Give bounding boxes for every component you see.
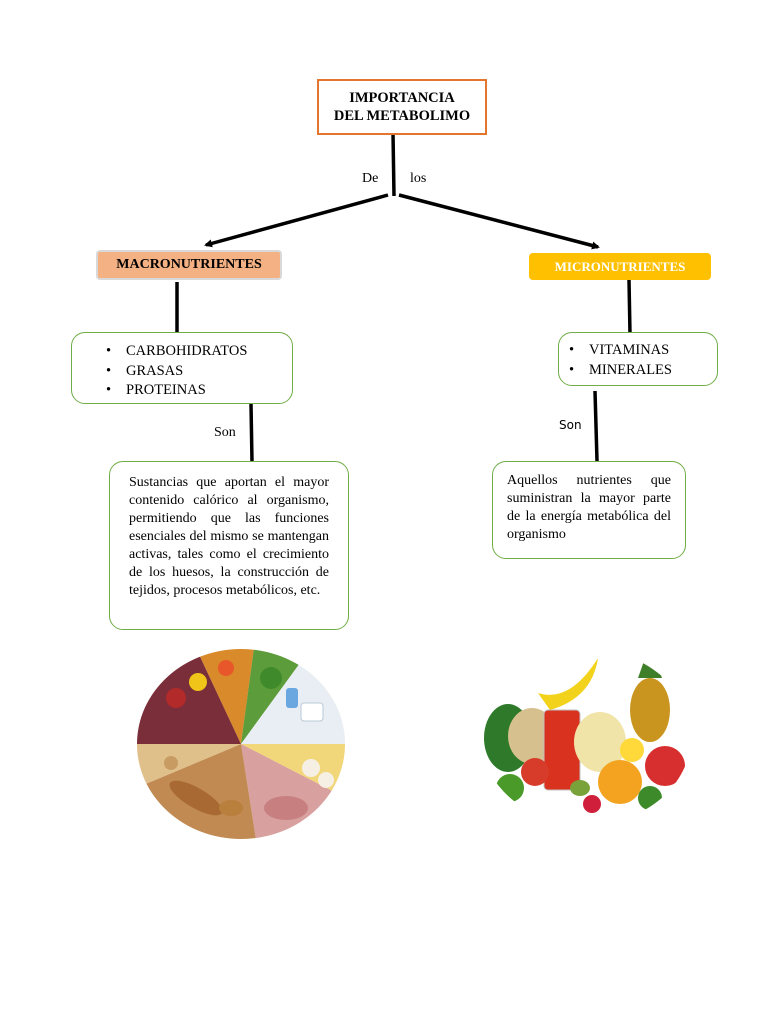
title-box: IMPORTANCIA DEL METABOLIMO (317, 79, 487, 135)
macro-list-to-desc-line (249, 403, 254, 463)
micronutrientes-description-box: Aquellos nutrientes que suministran la m… (492, 461, 686, 559)
arrow-to-macro (204, 193, 389, 248)
fruits-vegetables-juice-image (481, 649, 691, 825)
list-item: GRASAS (100, 362, 292, 382)
macronutrientes-list-box: CARBOHIDRATOS GRASAS PROTEINAS (71, 332, 293, 404)
title-line-1: IMPORTANCIA (349, 90, 455, 106)
micro-to-list-line (627, 279, 632, 335)
micronutrientes-description: Aquellos nutrientes que suministran la m… (507, 473, 671, 542)
list-item: CARBOHIDRATOS (100, 342, 292, 362)
macronutrientes-label: MACRONUTRIENTES (116, 257, 262, 272)
macro-son-label: Son (214, 425, 236, 440)
food-plate-macronutrients-image (137, 649, 345, 839)
connector-label-los: los (410, 171, 427, 186)
micronutrientes-label: MICRONUTRIENTES (554, 258, 686, 274)
micro-list-to-desc-line (593, 390, 599, 462)
micro-son-label: Son (559, 418, 582, 432)
macronutrientes-box: MACRONUTRIENTES (96, 250, 282, 280)
micronutrientes-list-box: VITAMINAS MINERALES (558, 332, 718, 386)
macronutrientes-description-box: Sustancias que aportan el mayor contenid… (109, 461, 349, 630)
title-stem-line (391, 132, 396, 197)
connector-label-de: De (362, 171, 379, 186)
list-item: VITAMINAS (563, 341, 717, 361)
title-line-2: DEL METABOLIMO (333, 108, 471, 124)
micronutrientes-box: MICRONUTRIENTES (529, 253, 711, 280)
arrow-to-micro (398, 193, 600, 250)
macronutrientes-description: Sustancias que aportan el mayor contenid… (129, 475, 329, 598)
list-item: MINERALES (563, 361, 717, 381)
list-item: PROTEINAS (100, 381, 292, 401)
